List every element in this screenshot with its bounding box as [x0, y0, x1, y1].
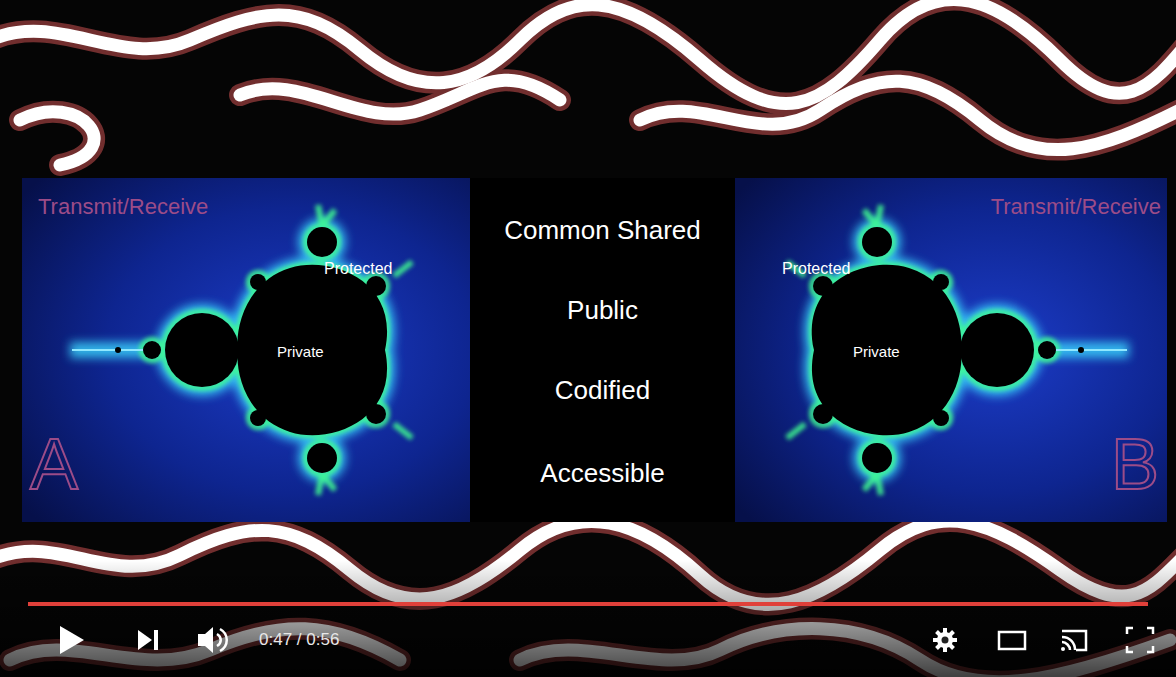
panel-heading: Transmit/Receive — [991, 194, 1161, 219]
panel-heading: Transmit/Receive — [38, 194, 208, 219]
zone-label: Protected — [782, 260, 850, 278]
panel-letter: B — [1111, 428, 1159, 500]
shared-term: Accessible — [540, 459, 664, 489]
video-time: 0:47 / 0:56 — [259, 630, 339, 650]
fractal-panel: Transmit/ReceiveProtectedPrivateA — [22, 178, 470, 522]
shared-panel: Common SharedPublicCodifiedAccessible — [470, 178, 735, 522]
panel-letter: A — [30, 428, 78, 500]
fractal-panel: Transmit/ReceiveProtectedPrivateB — [735, 178, 1167, 522]
zone-label: Private — [853, 343, 900, 360]
shared-term: Public — [567, 296, 638, 326]
shared-term: Codified — [555, 376, 650, 406]
zone-label: Private — [277, 343, 324, 360]
zone-label: Protected — [324, 260, 392, 278]
shared-term: Common Shared — [504, 216, 701, 246]
